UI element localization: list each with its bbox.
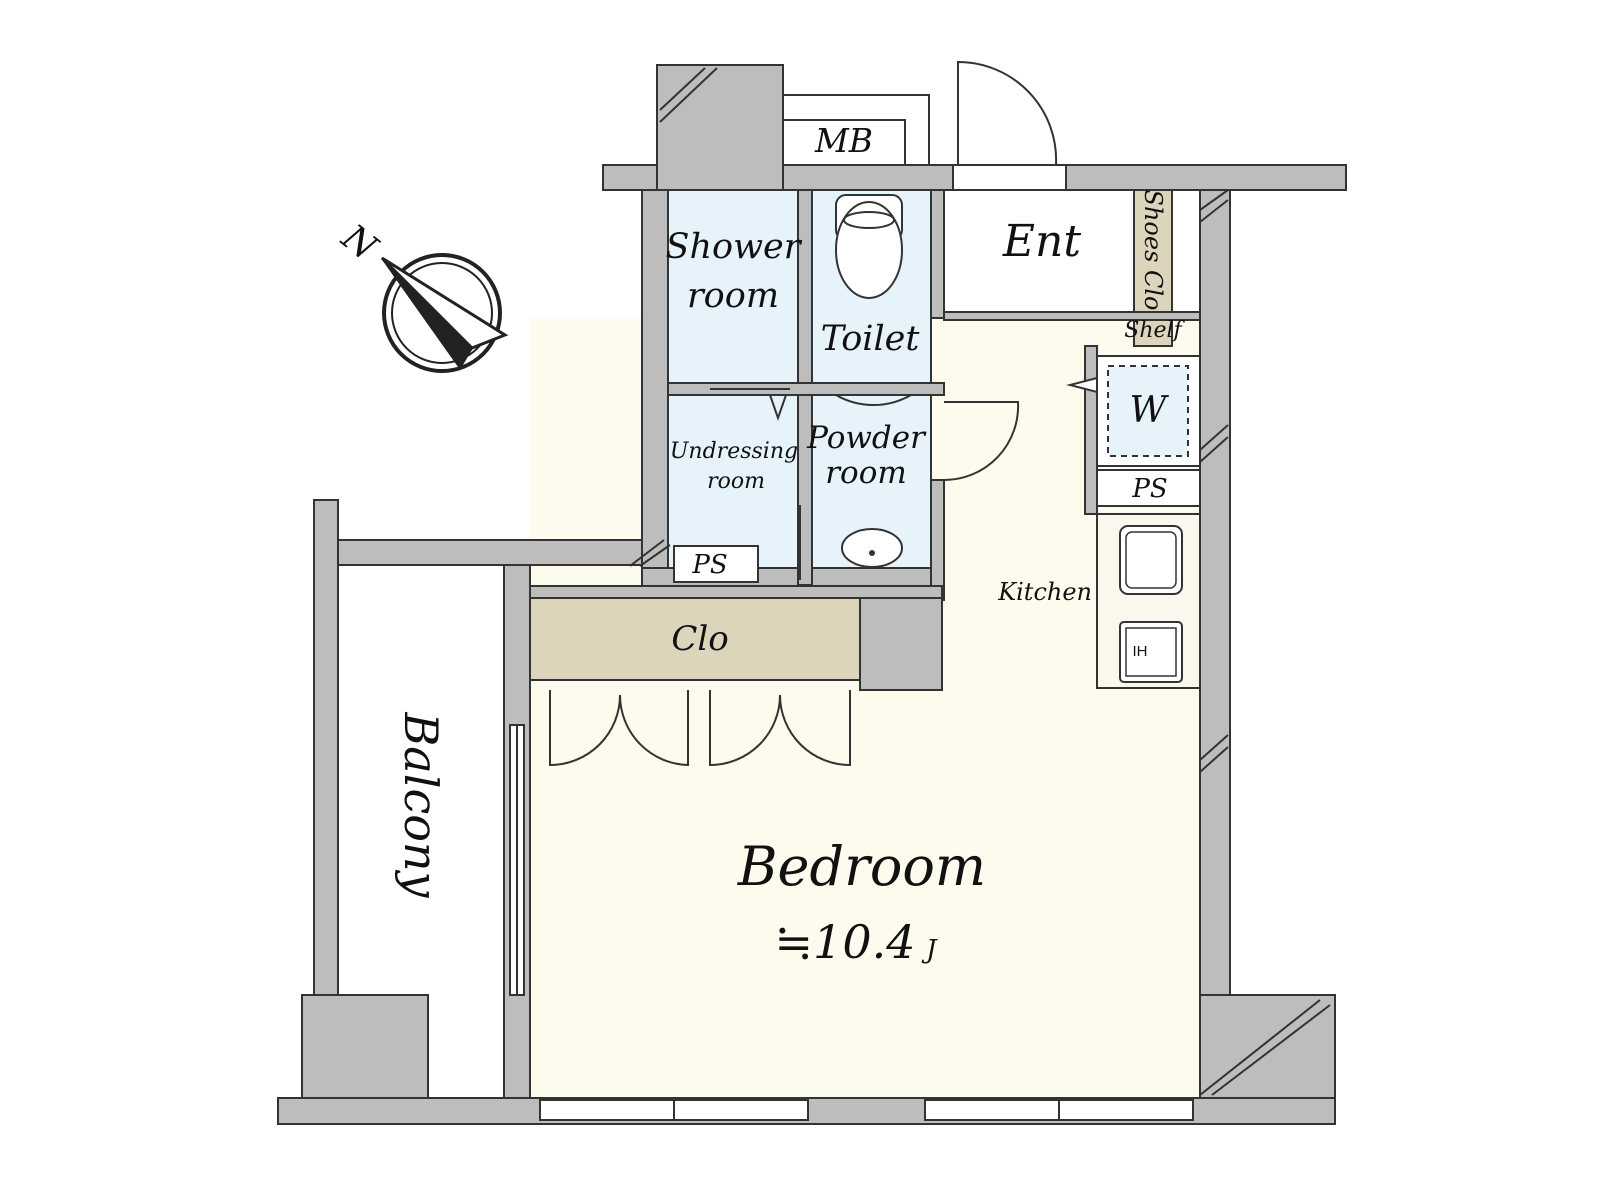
label-ih: IH <box>1133 643 1148 660</box>
ps-left-box <box>673 545 759 583</box>
closet-area <box>529 597 861 681</box>
label-undressing-line2: room <box>707 469 765 494</box>
wall-left-wet <box>641 189 669 586</box>
wall-hatching <box>629 67 1331 1096</box>
label-ps-right: PS <box>1131 474 1167 504</box>
shower-door-swing <box>769 394 787 422</box>
label-kitchen: Kitchen <box>997 578 1092 606</box>
wall-bottom-left-pillar <box>301 994 429 1099</box>
washer-pan <box>1107 365 1189 457</box>
label-balcony: Balcony <box>394 711 448 898</box>
label-north: N <box>333 216 385 269</box>
toilet-fixture <box>835 194 903 299</box>
meter-box-outline <box>783 94 930 165</box>
label-bedroom: Bedroom <box>737 835 986 898</box>
label-undressing-line1: Undressing <box>670 439 798 464</box>
kitchen-sink-inner <box>1125 531 1177 589</box>
wall-ent-bottom <box>943 311 1201 321</box>
label-area: ≒10.4 <box>775 915 916 969</box>
label-powder-line2: room <box>825 455 907 491</box>
wall-bottom-right-pillar <box>1199 994 1336 1101</box>
ih-cooktop <box>1119 621 1183 683</box>
wall-balcony-left <box>313 499 339 996</box>
entrance-door[interactable] <box>957 60 1058 166</box>
label-clo: Clo <box>671 619 728 659</box>
label-shower-line1: Shower <box>666 227 803 267</box>
label-powder-line1: Powder <box>806 420 927 456</box>
wall-pillar-top <box>656 64 784 191</box>
ps-right-box <box>1096 469 1201 507</box>
washer-faucet <box>1066 376 1098 394</box>
compass <box>380 253 509 373</box>
label-toilet: Toilet <box>821 319 921 359</box>
shoes-closet <box>1133 189 1173 313</box>
label-shower-line2: room <box>687 276 779 316</box>
label-shoes-clo: Shoes Clo <box>1139 190 1167 311</box>
wall-powder-right <box>930 479 945 601</box>
toilet-door[interactable] <box>835 394 912 406</box>
label-w: W <box>1129 390 1169 431</box>
wall-kitchen-left <box>1084 345 1098 515</box>
entrance-door-frame <box>952 164 1067 191</box>
label-area-unit: J <box>921 935 938 965</box>
kitchen-sink <box>1119 525 1183 595</box>
label-ps-left: PS <box>691 550 727 580</box>
label-shelf: Shelf <box>1124 318 1185 343</box>
wall-right <box>1199 189 1231 996</box>
wall-closet-right <box>859 597 943 691</box>
wall-top-right <box>1065 164 1347 191</box>
powder-room-door[interactable] <box>943 401 1020 482</box>
ih-cooktop-inner <box>1125 627 1177 677</box>
entrance-area <box>944 190 1134 318</box>
meter-box <box>782 119 906 166</box>
label-mb: MB <box>814 121 873 160</box>
sink-fixture <box>841 528 903 568</box>
label-ent: Ent <box>1002 216 1081 267</box>
closet-doors[interactable] <box>549 690 851 767</box>
wall-toilet-right <box>930 189 945 319</box>
wall-closet-top <box>529 585 943 599</box>
wall-mid-horizontal <box>667 382 945 396</box>
wall-balcony-top <box>337 539 643 566</box>
